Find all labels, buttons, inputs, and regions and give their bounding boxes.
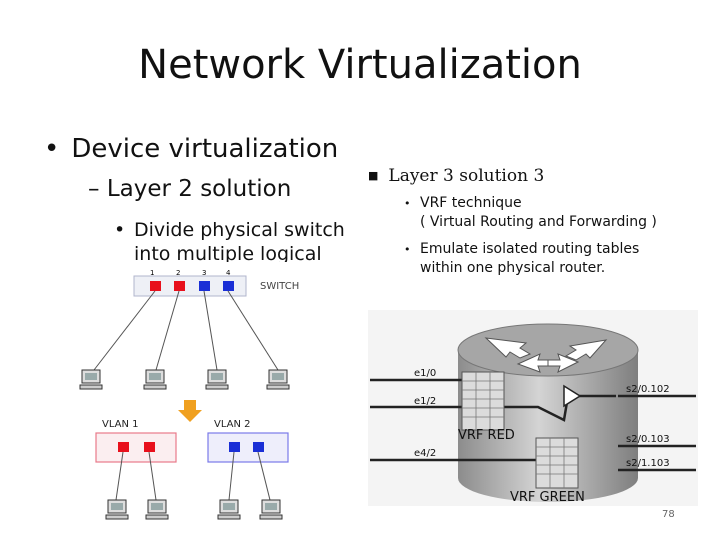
bullet-divide-switch: • Divide physical switch into multiple lo… [114,218,354,266]
router-arrows-icon [484,337,608,373]
pc-icon [79,369,103,390]
vrf-red-table [461,371,505,431]
vrf-green-table [535,437,579,489]
bullet-text: Emulate isolated routing tables [420,241,640,257]
switch-links [93,290,279,371]
bullet-text-cont: within one physical router. [420,260,606,276]
bullet-text: Layer 3 solution 3 [388,166,545,186]
interface-label-s2-0-103: s2/0.103 [626,434,670,445]
bullet-text-block: VRF technique ( Virtual Routing and Forwa… [420,194,657,232]
interface-label-s2-0-102: s2/0.102 [626,384,670,395]
vlan1-label: VLAN 1 [102,419,139,430]
pc-icon [217,499,241,520]
switch-label: SWITCH [260,281,299,292]
port-red-1 [150,281,161,291]
port-number-4: 4 [226,269,231,277]
bullet-text: Divide physical switch into multiple log… [134,219,345,265]
bullet-emulate: • Emulate isolated routing tables within o… [404,240,639,278]
port-blue-3 [199,281,210,291]
interface-label-s2-1-103: s2/1.103 [626,458,670,469]
vlan2-switch-box [207,432,289,463]
bullet-vrf-technique: • VRF technique ( Virtual Routing and Forw… [404,194,657,232]
vlan2-port [253,442,264,452]
router-top [457,323,639,377]
bullet-dot: • [404,197,411,210]
port-number-1: 1 [150,269,154,277]
vlan1-switch-box [95,432,177,463]
vrf-green-label: VRF GREEN [510,490,585,505]
bullet-device-virtualization: • Device virtualization [44,134,338,164]
port-blue-4 [223,281,234,291]
vlan1-port [144,442,155,452]
vlan2-port [229,442,240,452]
pc-icon [143,369,167,390]
vlan2-label: VLAN 2 [214,419,251,430]
pc-icon [266,369,290,390]
pc-icon [105,499,129,520]
page-number: 78 [662,509,675,520]
interface-label-e1-0: e1/0 [414,368,436,379]
bullet-layer2: – Layer 2 solution [88,176,291,202]
slide-title: Network Virtualization [138,42,582,88]
vrf-red-label: VRF RED [458,428,515,443]
vrf-router-diagram: e1/0 e1/2 e4/2 s2/0.102 s2/0.103 s2/1.10… [368,310,698,506]
pc-icon [145,499,169,520]
switch-vlan-diagram: 1 2 3 4 SWITCH VLAN 1 VLAN 2 [74,262,364,520]
bullet-text: Device virtualization [71,134,339,164]
vlan-links [115,451,271,501]
vlan1-port [118,442,129,452]
bullet-layer3: ■ Layer 3 solution 3 [368,166,544,186]
pc-icon [259,499,283,520]
bullet-text: VRF technique [420,195,522,211]
port-red-2 [174,281,185,291]
bullet-dot: • [404,243,411,256]
switch-box [133,275,247,297]
text-overlap-mask [74,262,364,272]
bullet-text-cont: ( Virtual Routing and Forwarding ) [420,214,657,230]
interface-label-e4-2: e4/2 [414,448,436,459]
bullet-dot: • [114,219,126,241]
square-bullet-icon: ■ [368,169,379,182]
bullet-text: Layer 2 solution [106,176,292,202]
routing-arrow [504,384,616,422]
interface-label-e1-2: e1/2 [414,396,436,407]
port-number-2: 2 [176,269,180,277]
pc-icon [205,369,229,390]
port-number-3: 3 [202,269,206,277]
down-arrow-icon [178,400,202,422]
bullet-dot: • [44,134,60,164]
dash-marker: – [88,176,100,202]
bullet-text-block: Emulate isolated routing tables within on… [420,240,639,278]
